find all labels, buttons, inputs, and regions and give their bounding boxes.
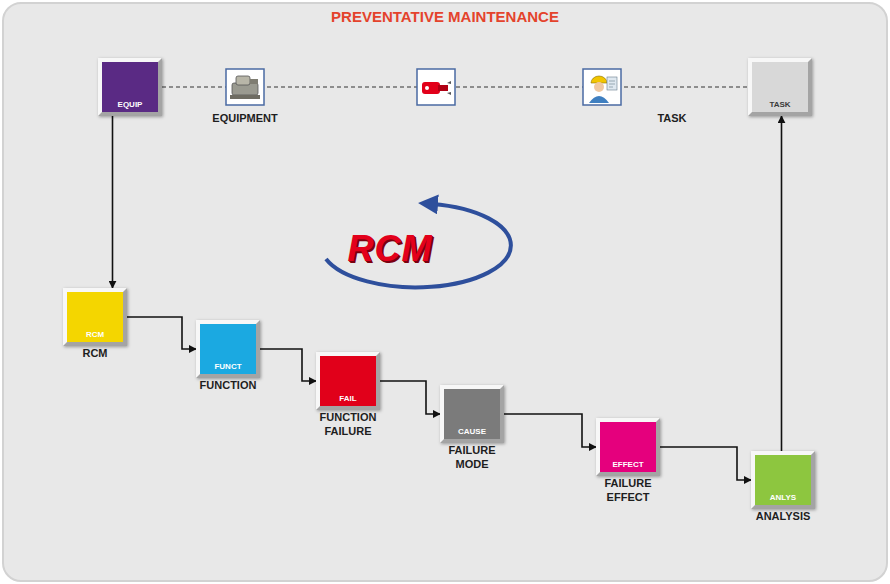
box-code: EQUIP — [102, 100, 158, 109]
box-caption: FUNCTION FAILURE — [309, 411, 387, 439]
process-box: FAILFUNCTION FAILURE — [316, 352, 380, 410]
process-box: RCMRCM — [63, 288, 127, 346]
box-code: FAIL — [320, 394, 376, 403]
process-box: EQUIP — [98, 58, 162, 116]
machine-icon — [226, 69, 264, 105]
box-code: TASK — [752, 100, 808, 109]
box-code: CAUSE — [444, 427, 500, 436]
process-box: EFFECTFAILURE EFFECT — [596, 418, 660, 476]
diagram-title: PREVENTATIVE MAINTENANCE — [0, 8, 890, 25]
flow-arrow — [504, 414, 596, 447]
box-code: RCM — [67, 330, 123, 339]
box-caption: FAILURE MODE — [433, 444, 511, 472]
box-caption: RCM — [56, 347, 134, 361]
tool-icon — [417, 69, 455, 105]
row-label: TASK — [657, 112, 686, 124]
row-label: EQUIPMENT — [212, 112, 277, 124]
flow-arrow — [260, 349, 316, 381]
cycle-arrow — [326, 204, 511, 287]
flow-arrow — [380, 381, 440, 414]
box-code: ANLYS — [755, 493, 811, 502]
process-box: TASK — [748, 58, 812, 116]
flow-arrow — [660, 447, 751, 480]
process-box: CAUSEFAILURE MODE — [440, 385, 504, 443]
process-box: FUNCTFUNCTION — [196, 320, 260, 378]
cycle-label: RCM — [348, 228, 433, 270]
box-caption: ANALYSIS — [744, 510, 822, 524]
box-caption: FUNCTION — [189, 379, 267, 393]
process-box: ANLYSANALYSIS — [751, 451, 815, 509]
box-code: EFFECT — [600, 460, 656, 469]
box-caption: FAILURE EFFECT — [589, 477, 667, 505]
worker-icon — [583, 69, 621, 105]
flow-arrow — [781, 116, 783, 451]
flow-arrow — [112, 116, 114, 288]
box-code: FUNCT — [200, 362, 256, 371]
flow-arrow — [127, 317, 196, 349]
